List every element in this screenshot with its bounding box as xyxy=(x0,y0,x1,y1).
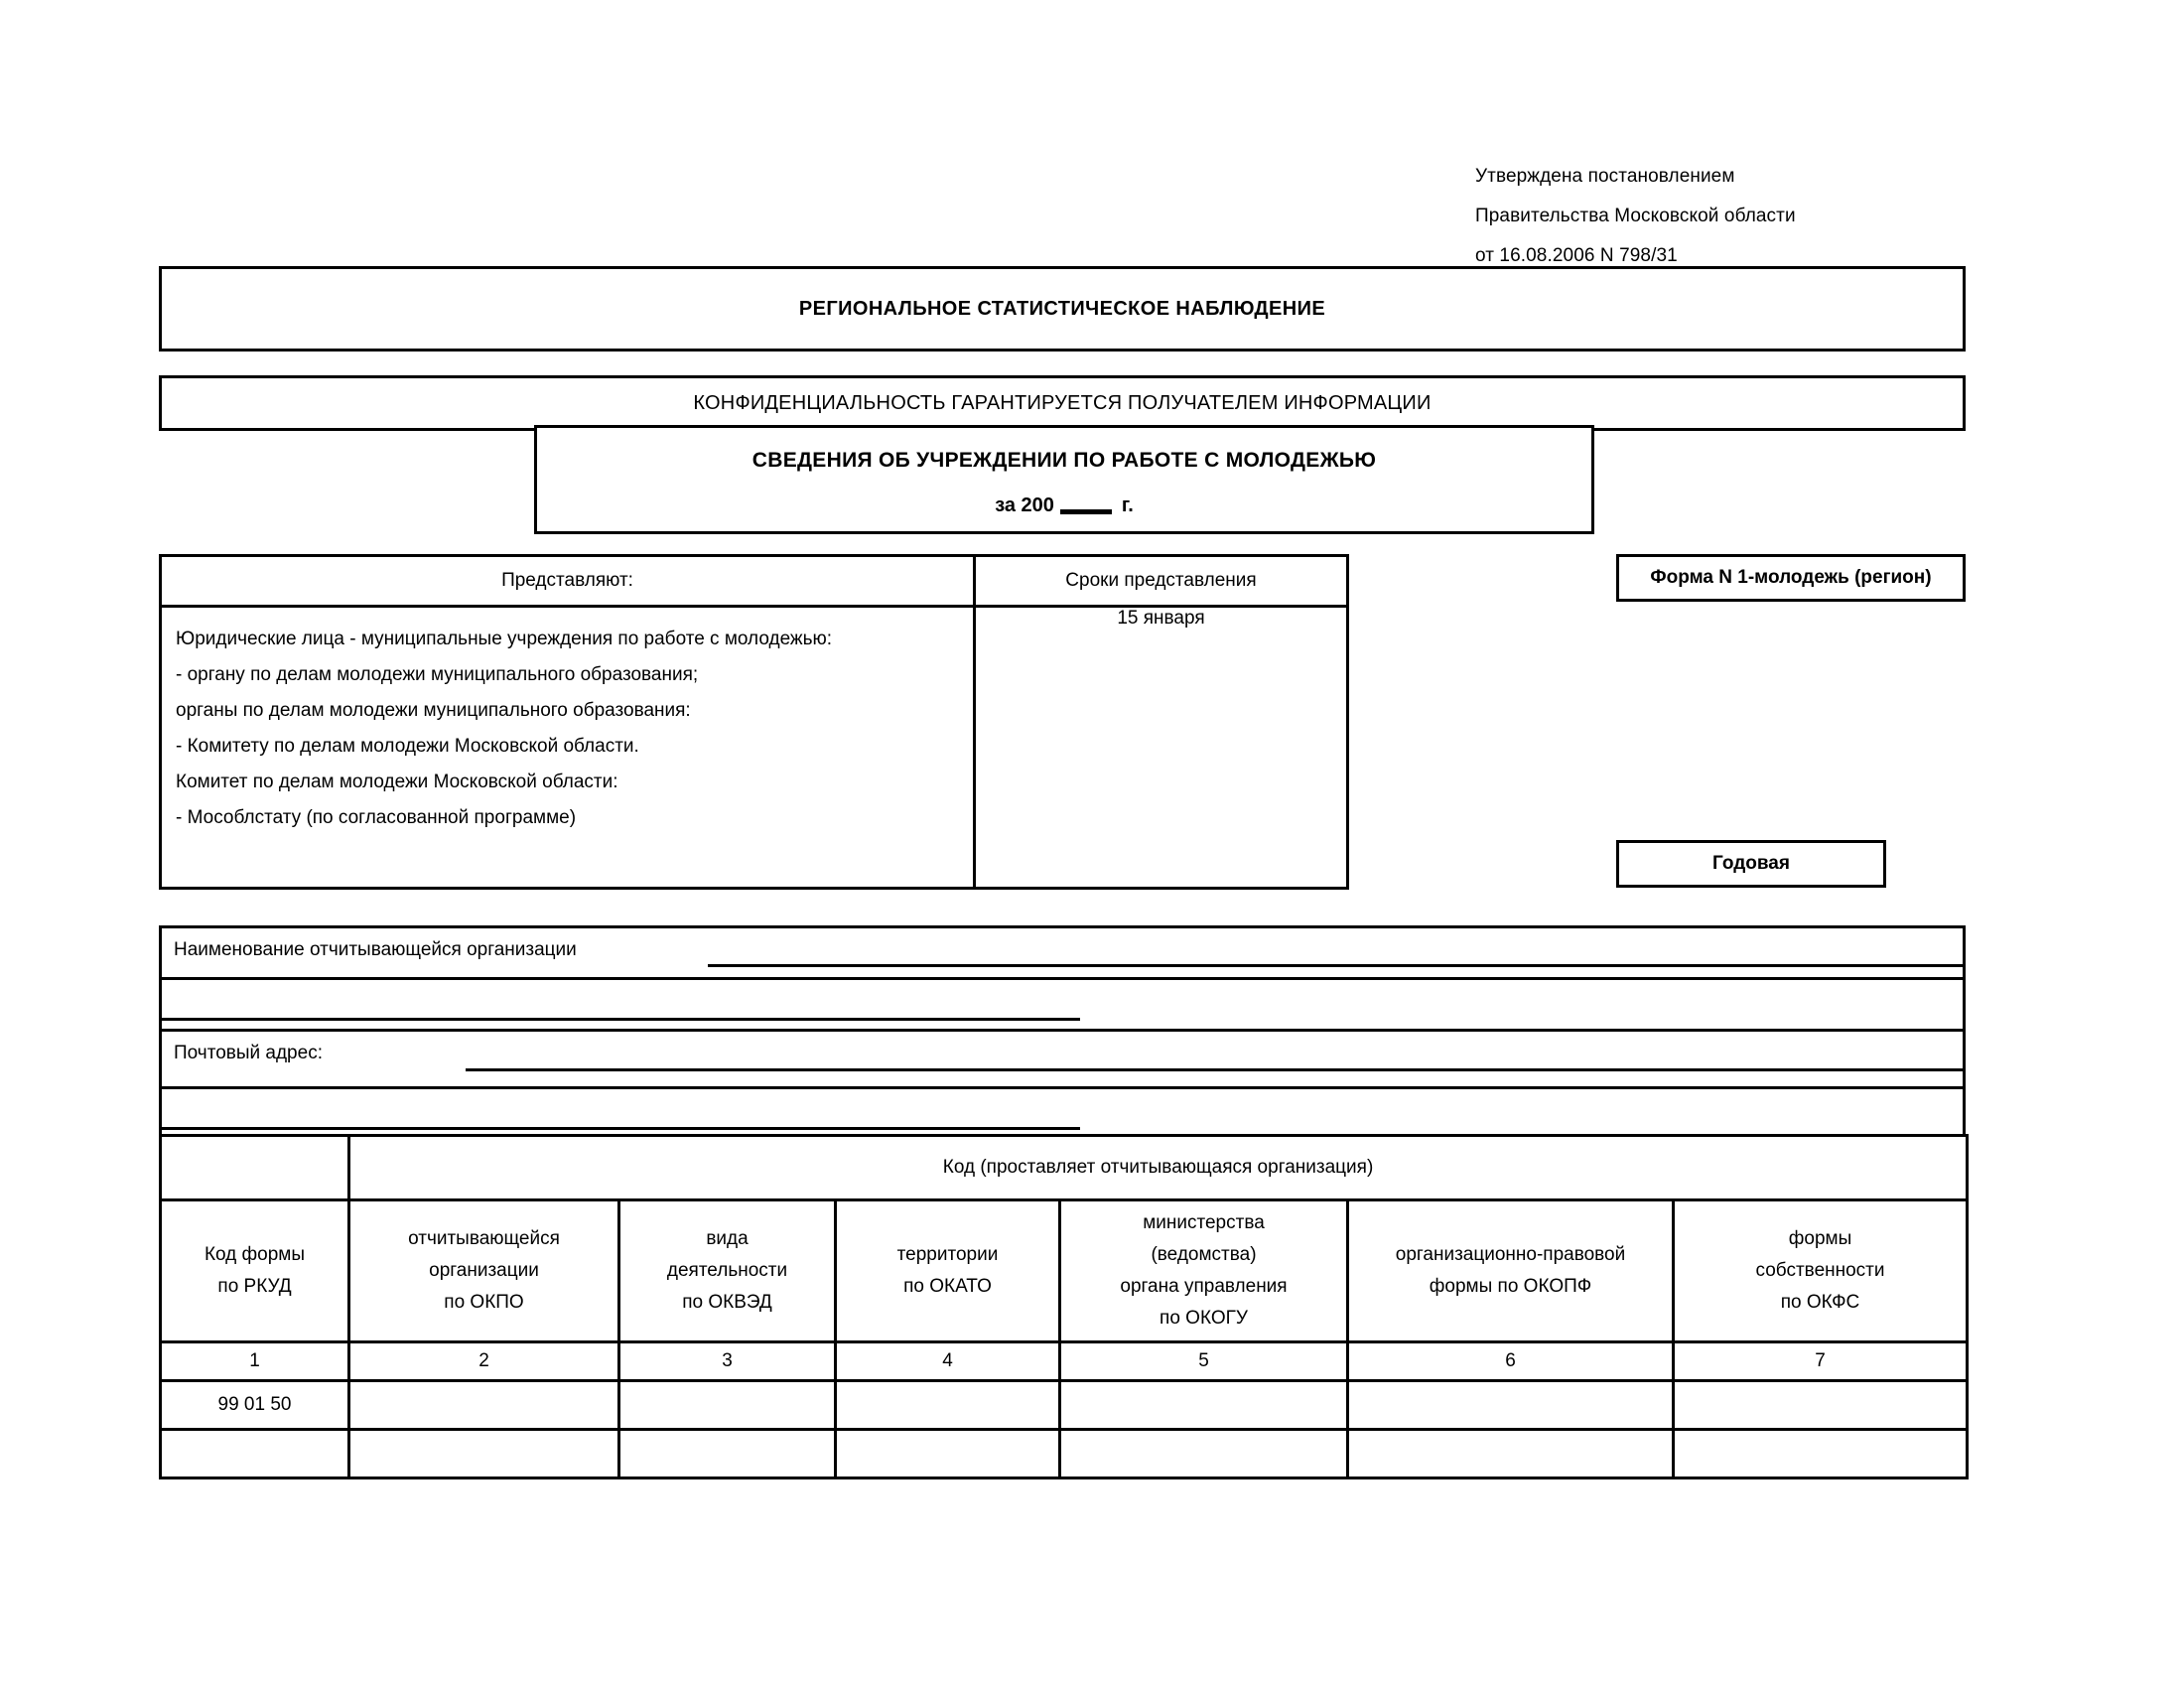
codes-header-line: территории xyxy=(896,1244,999,1265)
codes-header-line: по РКУД xyxy=(217,1276,292,1297)
codes-header-row: Код формы по РКУД отчитывающейся организ… xyxy=(159,1198,1970,1343)
submitters-header-left: Представляют: xyxy=(159,554,976,608)
code-okved-input[interactable] xyxy=(617,1379,837,1431)
codes-header-okfs: формы собственности по ОКФС xyxy=(1671,1198,1970,1343)
list-item: органы по делам молодежи муниципального … xyxy=(176,700,691,721)
code-okogu-input[interactable] xyxy=(1058,1379,1349,1431)
organization-identification-block: Наименование отчитывающейся организации … xyxy=(159,925,1966,1141)
confidentiality-label: КОНФИДЕНЦИАЛЬНОСТЬ ГАРАНТИРУЕТСЯ ПОЛУЧАТ… xyxy=(693,391,1432,414)
form-number-label: Форма N 1-молодежь (регион) xyxy=(1650,567,1932,588)
code-blank-cell[interactable] xyxy=(159,1428,350,1479)
codes-header-line: органа управления xyxy=(1120,1276,1288,1297)
list-item: - органу по делам молодежи муниципальног… xyxy=(176,664,699,685)
periodicity-label: Годовая xyxy=(1712,853,1790,874)
column-number: 7 xyxy=(1671,1340,1970,1382)
codes-header-line: формы xyxy=(1788,1228,1852,1249)
form-title-box: СВЕДЕНИЯ ОБ УЧРЕЖДЕНИИ ПО РАБОТЕ С МОЛОД… xyxy=(534,425,1594,534)
organization-name-row: Наименование отчитывающейся организации xyxy=(162,928,1963,980)
submitters-header-row: Представляют: Сроки представления xyxy=(159,554,1349,608)
codes-column-number-row: 1 2 3 4 5 6 7 xyxy=(159,1340,1970,1382)
codes-header-line: Код формы xyxy=(204,1244,306,1265)
codes-header-line: по ОКВЭД xyxy=(682,1292,772,1313)
postal-address-row: Почтовый адрес: xyxy=(162,1032,1963,1089)
code-okopf-input[interactable] xyxy=(1346,1379,1675,1431)
postal-address-label: Почтовый адрес: xyxy=(174,1043,323,1063)
column-number: 2 xyxy=(347,1340,620,1382)
postal-address-input[interactable] xyxy=(466,1068,1963,1071)
codes-header-rkud: Код формы по РКУД xyxy=(159,1198,350,1343)
codes-header-line: по ОКФС xyxy=(1780,1292,1860,1313)
codes-caption-row: Код (проставляет отчитывающаяся организа… xyxy=(159,1134,1970,1201)
page-title: СВЕДЕНИЯ ОБ УЧРЕЖДЕНИИ ПО РАБОТЕ С МОЛОД… xyxy=(751,449,1377,472)
codes-table: Код (проставляет отчитывающаяся организа… xyxy=(159,1134,1970,1479)
code-okfs-input[interactable] xyxy=(1671,1379,1970,1431)
codes-header-line: вида xyxy=(706,1228,749,1249)
submitters-list-cell: Юридические лица - муниципальные учрежде… xyxy=(159,605,976,890)
list-item: Юридические лица - муниципальные учрежде… xyxy=(176,629,833,649)
confidentiality-banner: КОНФИДЕНЦИАЛЬНОСТЬ ГАРАНТИРУЕТСЯ ПОЛУЧАТ… xyxy=(159,375,1966,431)
code-blank-cell[interactable] xyxy=(834,1428,1061,1479)
codes-header-line: министерства xyxy=(1143,1212,1265,1233)
code-blank-cell[interactable] xyxy=(1058,1428,1349,1479)
codes-caption: Код (проставляет отчитывающаяся организа… xyxy=(346,1134,1970,1201)
regional-observation-label: РЕГИОНАЛЬНОЕ СТАТИСТИЧЕСКОЕ НАБЛЮДЕНИЕ xyxy=(798,297,1326,320)
code-blank-cell[interactable] xyxy=(1346,1428,1675,1479)
column-number: 1 xyxy=(159,1340,350,1382)
codes-header-line: по ОКОГУ xyxy=(1160,1308,1248,1329)
organization-name-input[interactable] xyxy=(708,964,1963,967)
table-row: 99 01 50 xyxy=(159,1379,1970,1431)
codes-header-okved: вида деятельности по ОКВЭД xyxy=(617,1198,837,1343)
code-okpo-input[interactable] xyxy=(347,1379,620,1431)
codes-header-okato: территории по ОКАТО xyxy=(834,1198,1061,1343)
table-row xyxy=(159,1428,1970,1479)
organization-name-label: Наименование отчитывающейся организации xyxy=(174,939,577,960)
code-blank-cell[interactable] xyxy=(347,1428,620,1479)
approval-line-1: Утверждена постановлением xyxy=(1475,166,1735,187)
list-item: Комитет по делам молодежи Московской обл… xyxy=(176,772,618,792)
column-number: 3 xyxy=(617,1340,837,1382)
submitters-header-right: Сроки представления xyxy=(973,554,1349,608)
codes-header-line: формы по ОКОПФ xyxy=(1429,1276,1592,1297)
year-prefix-label: за 200 xyxy=(995,494,1054,516)
codes-header-okogu: министерства (ведомства) органа управлен… xyxy=(1058,1198,1349,1343)
organization-name-input-continued[interactable] xyxy=(162,1018,1080,1021)
codes-header-okopf: организационно-правовой формы по ОКОПФ xyxy=(1346,1198,1675,1343)
periodicity-box: Годовая xyxy=(1616,840,1886,888)
codes-header-line: собственности xyxy=(1755,1260,1885,1281)
regional-observation-banner: РЕГИОНАЛЬНОЕ СТАТИСТИЧЕСКОЕ НАБЛЮДЕНИЕ xyxy=(159,266,1966,352)
form-number-box: Форма N 1-молодежь (регион) xyxy=(1616,554,1966,602)
list-item: - Мособлстату (по согласованной программ… xyxy=(176,807,577,828)
approval-line-2: Правительства Московской области xyxy=(1475,206,1796,226)
code-form-rkud-value: 99 01 50 xyxy=(159,1379,350,1431)
codes-header-line: (ведомства) xyxy=(1151,1244,1257,1265)
code-blank-cell[interactable] xyxy=(1671,1428,1970,1479)
column-number: 4 xyxy=(834,1340,1061,1382)
column-number: 5 xyxy=(1058,1340,1349,1382)
codes-header-line: организационно-правовой xyxy=(1395,1244,1626,1265)
postal-address-input-continued[interactable] xyxy=(162,1127,1080,1130)
submitters-table: Представляют: Сроки представления Юридич… xyxy=(159,554,1349,890)
code-okato-input[interactable] xyxy=(834,1379,1061,1431)
reporting-year-line: за 200 г. xyxy=(537,494,1591,517)
approval-note: Утверждена постановлением Правительства … xyxy=(1475,157,2111,276)
codes-header-line: деятельности xyxy=(666,1260,788,1281)
submitters-list: Юридические лица - муниципальные учрежде… xyxy=(162,608,973,844)
submission-deadline: 15 января xyxy=(973,605,1349,890)
codes-header-line: по ОКПО xyxy=(444,1292,524,1313)
submitters-body-row: Юридические лица - муниципальные учрежде… xyxy=(159,605,1349,890)
codes-caption-empty xyxy=(159,1134,350,1201)
code-blank-cell[interactable] xyxy=(617,1428,837,1479)
list-item: - Комитету по делам молодежи Московской … xyxy=(176,736,639,757)
codes-header-line: отчитывающейся xyxy=(408,1228,560,1249)
approval-line-3: от 16.08.2006 N 798/31 xyxy=(1475,245,1678,266)
year-input[interactable] xyxy=(1059,509,1112,514)
column-number: 6 xyxy=(1346,1340,1675,1382)
year-suffix-label: г. xyxy=(1121,494,1134,516)
codes-header-okpo: отчитывающейся организации по ОКПО xyxy=(347,1198,620,1343)
organization-name-continuation-row xyxy=(162,980,1963,1032)
codes-header-line: по ОКАТО xyxy=(903,1276,992,1297)
codes-header-line: организации xyxy=(429,1260,539,1281)
